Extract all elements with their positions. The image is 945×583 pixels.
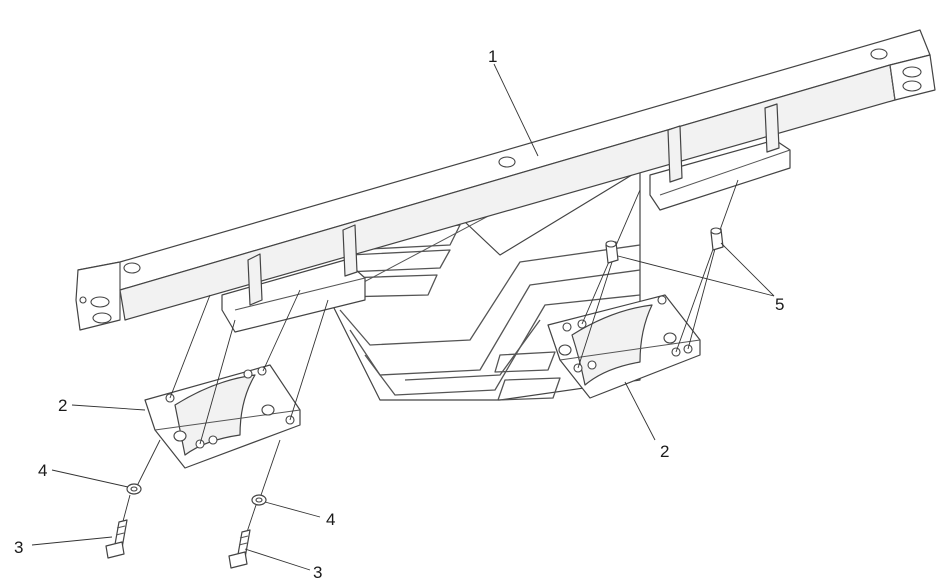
clamp-part-2-left	[144, 364, 301, 469]
callout-3-right: 3	[313, 563, 322, 582]
rail-hole-right	[870, 48, 888, 60]
callout-3-left: 3	[14, 538, 23, 557]
washer-left	[126, 483, 142, 495]
rail-part-1	[75, 29, 936, 331]
callout-2-left: 2	[58, 396, 67, 415]
rail-hole-middle	[498, 156, 516, 168]
rail-hole-left	[123, 262, 141, 274]
callout-5: 5	[775, 295, 784, 314]
washer-right	[251, 494, 267, 506]
rail-bracket-left	[221, 224, 366, 333]
bolts-part-3	[105, 519, 251, 569]
callout-4-left: 4	[38, 461, 47, 480]
callout-labels: 1 2 2 3 3 4 4 5	[14, 47, 784, 582]
pins-part-5	[605, 227, 724, 264]
callout-4-right: 4	[326, 510, 335, 529]
pin-right	[710, 227, 724, 251]
bolt-left	[105, 519, 128, 559]
rail-bracket-right	[649, 103, 791, 211]
pin-left	[605, 240, 619, 264]
washers-part-4	[126, 483, 267, 506]
callout-leaders	[31, 63, 775, 571]
callout-2-right: 2	[660, 442, 669, 461]
callout-1: 1	[488, 47, 497, 66]
bolt-right	[228, 529, 251, 569]
